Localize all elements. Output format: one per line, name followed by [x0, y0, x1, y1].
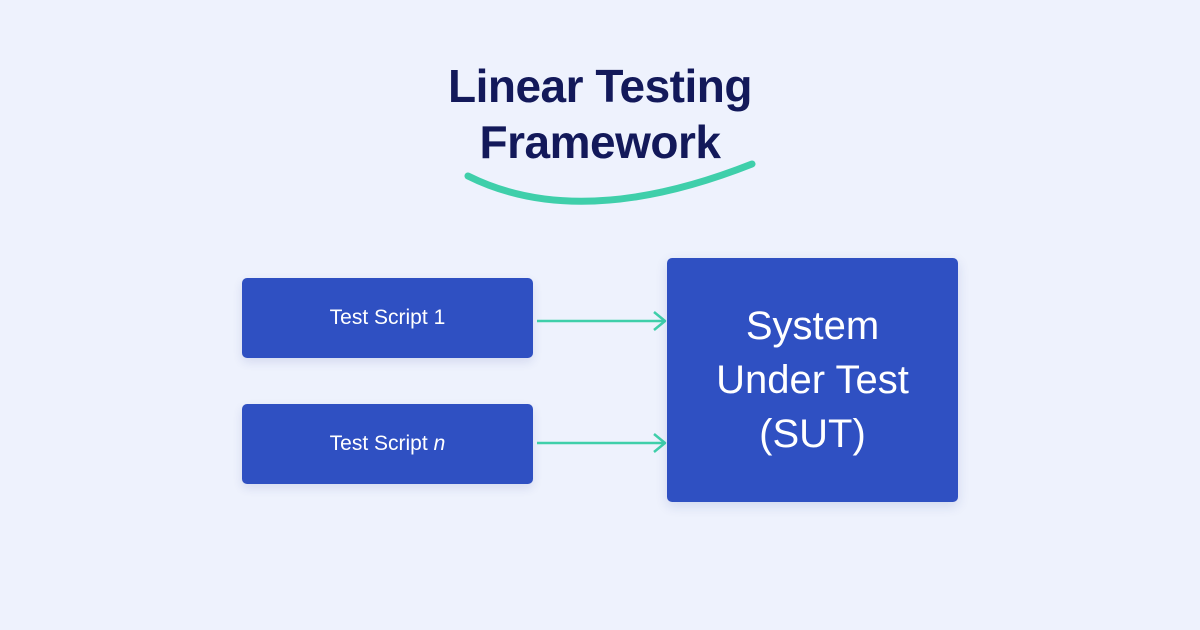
test-script-1-label: Test Script — [329, 306, 428, 329]
sut-line-2: Under Test — [716, 358, 909, 402]
title-line-1: Linear Testing — [448, 60, 752, 112]
sut-line-1: System — [745, 304, 880, 348]
test-script-n-variable: n — [433, 432, 446, 455]
test-script-1-number: 1 — [433, 306, 446, 329]
sut-line-3: (SUT) — [759, 412, 866, 456]
system-under-test-box[interactable]: System Under Test (SUT) — [667, 258, 958, 502]
arrow-script-n-to-sut — [537, 433, 667, 453]
swoosh-texture — [659, 167, 749, 191]
arrow-script-1-to-sut — [537, 311, 667, 331]
test-script-1-box[interactable]: Test Script 1 — [242, 278, 533, 358]
title-underline-swoosh — [464, 160, 756, 205]
test-script-n-label: Test Script — [329, 432, 428, 455]
diagram-title: Linear Testing Framework — [300, 58, 900, 170]
swoosh-stroke — [464, 160, 756, 205]
test-script-n-box[interactable]: Test Script n — [242, 404, 533, 484]
title-line-2: Framework — [479, 116, 721, 168]
